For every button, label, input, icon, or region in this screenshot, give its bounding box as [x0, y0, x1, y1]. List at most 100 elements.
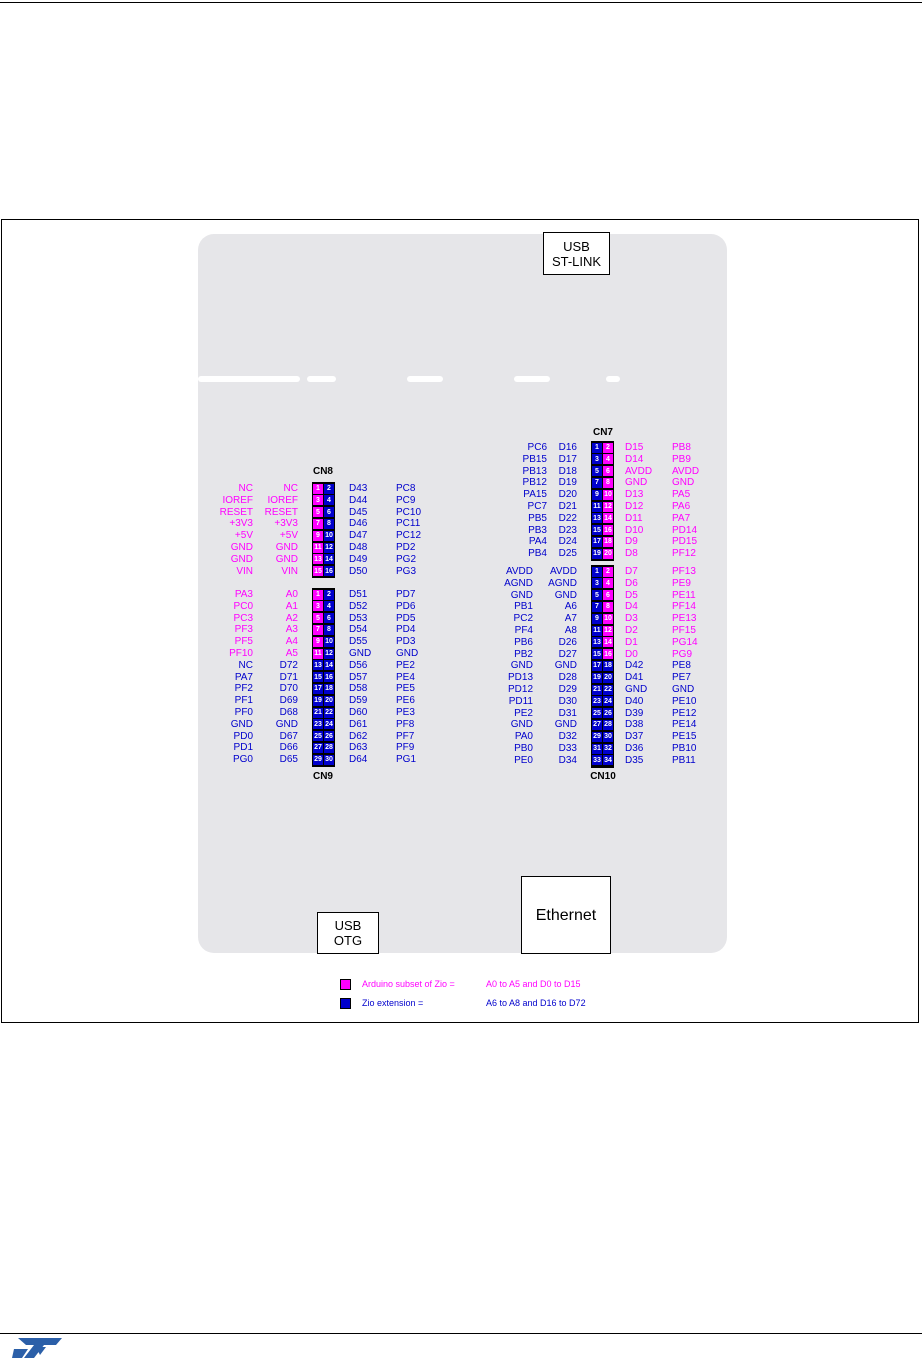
cn9-right-pin-name: GND [396, 648, 419, 659]
cn9-right-pin-func: D63 [349, 742, 368, 754]
cn9-pin-odd: 11 [313, 648, 323, 659]
cn8-pin-odd: 13 [313, 554, 323, 565]
cn9-left-pin-func: A5 [285, 648, 298, 659]
cn10-pin-odd: 27 [592, 719, 602, 730]
cn10-right-pin-func: D36 [625, 743, 644, 754]
cn7-right-pin-func: D11 [625, 512, 643, 524]
cn10-left-pin-name: PE0 [514, 754, 533, 766]
ethernet-label: Ethernet [535, 906, 597, 924]
cn8-right-pin-name: PG2 [396, 553, 417, 565]
cn10-left-pin-name: AVDD [505, 566, 533, 577]
cn9-left-pin-func: D66 [279, 742, 298, 754]
cn9-right-pin-name: PF8 [396, 718, 415, 730]
cn9-pin-odd: 25 [313, 731, 323, 742]
cn10-pin-even: 16 [603, 649, 613, 660]
cn9-left-pin-func: A4 [285, 636, 298, 648]
legend-arduino-swatch [340, 979, 351, 990]
usb-stlink-connector: USB ST-LINK [543, 232, 610, 275]
cn10-pin-even: 14 [603, 637, 613, 648]
cn7-pin-even: 14 [603, 513, 613, 524]
cn9-pin-odd: 29 [313, 754, 323, 765]
cn10-right-pin-name: PE8 [672, 660, 691, 672]
cn10-pin-even: 22 [603, 684, 613, 695]
cn9-left-pin-func: A1 [285, 600, 298, 612]
cn9-left-pin-name: PD0 [233, 730, 253, 742]
cn10-pin-even: 18 [603, 660, 613, 671]
cn10-left-pin-name: PB0 [514, 743, 533, 754]
cn10-left-pin-func: A7 [564, 613, 577, 625]
cn9-left-pin-func: D67 [279, 730, 298, 742]
cn10-right-pin-name: PE9 [672, 577, 691, 589]
cn8-right-pin-func: D43 [349, 483, 368, 494]
cn10-left-pin-name: PB2 [514, 648, 533, 660]
cn10-pin-even: 26 [603, 708, 613, 719]
cn9-label: CN9 [312, 771, 333, 782]
cn7-left-pin-name: PB3 [528, 524, 547, 536]
usb-stlink-label-2: ST-LINK [551, 253, 602, 269]
cn7-right-pin-name: PD15 [672, 536, 698, 548]
cn10-left-pin-name: PE2 [514, 707, 533, 719]
cn10-pin-even: 20 [603, 672, 613, 683]
cn9-left-pin-name: PF2 [234, 683, 253, 695]
cn10-pin-odd: 29 [592, 731, 602, 742]
cn10-right-pin-name: PG14 [672, 636, 698, 648]
cn9-right-pin-func: GND [349, 648, 372, 659]
cn10-left-pin-func: AGND [548, 577, 577, 589]
cn10-left-pin-name: PB6 [514, 636, 533, 648]
cn8-right-pin-func: D49 [349, 553, 368, 565]
cn8-right-pin-func: D48 [349, 542, 368, 553]
cn9-pin-odd: 7 [313, 624, 323, 635]
cn10-left-pin-name: PF4 [514, 625, 533, 636]
cn10-pin-even: 30 [603, 731, 613, 742]
cn10-pin-odd: 7 [592, 601, 602, 612]
usb-stlink-label-1: USB [563, 238, 590, 254]
cn10-left-pin-name: GND [510, 589, 533, 601]
cn8-right-pin-name: PG3 [396, 565, 417, 577]
top-rule [0, 2, 922, 3]
cn7-right-pin-func: D9 [625, 536, 638, 548]
cn7-right-pin-func: D12 [625, 501, 644, 512]
cn10-pin-odd: 21 [592, 684, 602, 695]
cn8-pin-even: 6 [324, 507, 334, 518]
cn10-pin-even: 2 [603, 566, 613, 577]
cn8-right-pin-func: D50 [349, 565, 368, 577]
usb-otg-label-1: USB [334, 918, 362, 933]
cn10-left-pin-name: GND [510, 719, 533, 731]
legend-zio-label: Zio extension = [362, 998, 424, 1008]
legend-zio-range: A6 to A8 and D16 to D72 [486, 998, 586, 1008]
cn9-right-pin-func: D57 [349, 671, 368, 683]
cn7-right-pin-name: PB9 [672, 453, 691, 465]
cn8-left-pin-name: GND [230, 542, 253, 553]
cn10-pin-even: 4 [603, 578, 613, 589]
cn10-left-pin-name: GND [510, 660, 533, 672]
cn7-left-pin-func: D20 [558, 489, 577, 501]
cn10-left-pin-func: D27 [558, 648, 577, 660]
cn10-left-pin-func: D28 [558, 672, 577, 684]
cn9-right-pin-func: D52 [349, 600, 368, 612]
cn9-right-pin-func: D58 [349, 683, 368, 695]
cn10-right-pin-func: D35 [625, 754, 644, 766]
usb-otg-connector: USB OTG [317, 912, 379, 954]
cn7-pin-odd: 3 [592, 454, 602, 465]
cn10-left-pin-func: D31 [558, 707, 577, 719]
cn8-right-pin-func: D45 [349, 506, 368, 518]
cn8-pin-odd: 5 [313, 507, 323, 518]
cn10-left-pin-name: PD13 [507, 672, 533, 684]
figure-frame [1, 219, 919, 1023]
cn9-pin-odd: 19 [313, 695, 323, 706]
cn10-left-pin-name: PC2 [513, 613, 533, 625]
cn10-left-pin-func: A8 [564, 625, 577, 636]
cn10-pin-odd: 1 [592, 566, 602, 577]
legend-zio-swatch [340, 998, 351, 1009]
cn9-pin-odd: 17 [313, 683, 323, 694]
cn10-right-pin-func: D37 [625, 731, 644, 743]
cn8-pin-odd: 15 [313, 566, 323, 577]
cn10-right-pin-name: PB11 [672, 754, 696, 766]
cn7-pin-odd: 11 [592, 501, 602, 512]
cn8-right-pin-func: D44 [349, 494, 368, 506]
cn10-left-pin-func: GND [554, 589, 577, 601]
cn9-left-pin-name: PA3 [234, 589, 253, 600]
cn10-pin-odd: 33 [592, 755, 602, 766]
cn10-pin-even: 28 [603, 719, 613, 730]
cn7-pin-even: 16 [603, 525, 613, 536]
